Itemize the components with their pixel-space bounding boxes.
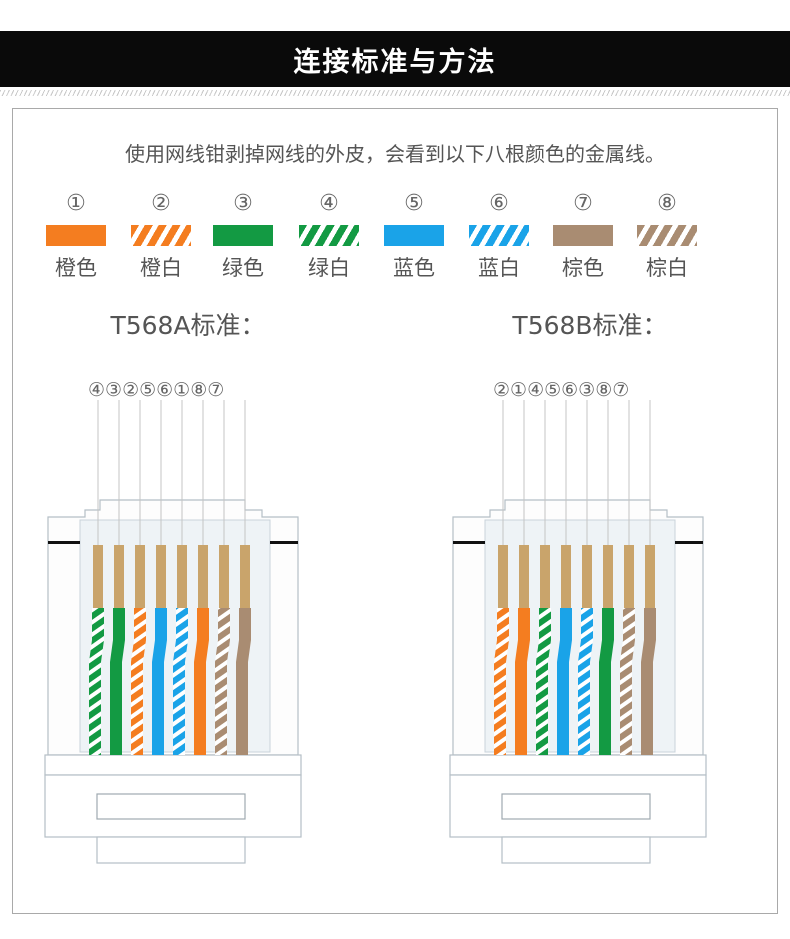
legend-number: ⑧	[657, 191, 677, 216]
wire-green-white	[536, 608, 551, 755]
legend-item: ④ 绿白	[289, 193, 369, 282]
boot-slot	[96, 793, 246, 820]
color-swatch	[213, 225, 273, 246]
t568b-title: T568B标准：	[512, 311, 668, 340]
gold-contact	[219, 545, 229, 608]
legend-item: ⑤ 蓝色	[374, 193, 454, 282]
wire-blue-white	[173, 608, 188, 755]
legend-number: ②	[151, 191, 171, 216]
legend-number: ④	[319, 191, 339, 216]
color-swatch	[384, 225, 444, 246]
t568a-connector	[44, 400, 302, 864]
wire-green-white	[89, 608, 104, 755]
gold-contact	[198, 545, 208, 608]
gold-contact	[561, 545, 571, 608]
gold-contact	[156, 545, 166, 608]
gold-contact	[624, 545, 634, 608]
latch-line-right	[675, 541, 703, 544]
wire-brown	[641, 608, 656, 755]
wire-orange	[515, 608, 530, 755]
legend-label: 绿白	[308, 256, 350, 280]
latch-line-left	[48, 541, 80, 544]
gold-contact	[519, 545, 529, 608]
wire-brown	[236, 608, 251, 755]
wire-blue-white	[578, 608, 593, 755]
t568b-connector	[449, 400, 707, 864]
t568a-title: T568A标准：	[110, 311, 266, 340]
header-bar: 连接标准与方法	[0, 31, 790, 87]
wire-green	[599, 608, 614, 755]
wire-blue	[152, 608, 167, 755]
legend-label: 橙白	[140, 256, 182, 280]
color-swatch	[469, 225, 529, 246]
plug-base	[44, 754, 302, 776]
legend-item: ⑦ 棕色	[543, 193, 623, 282]
gold-contact	[114, 545, 124, 608]
wire-orange	[194, 608, 209, 755]
legend-number: ⑥	[489, 191, 509, 216]
legend-label: 棕白	[646, 256, 688, 280]
t568a-sequence: ④③②⑤⑥①⑧⑦	[88, 379, 225, 401]
legend-label: 蓝色	[393, 256, 435, 280]
wire-brown-white	[215, 608, 230, 755]
plug-base	[449, 754, 707, 776]
gold-contact	[603, 545, 613, 608]
gold-contact	[93, 545, 103, 608]
color-swatch	[553, 225, 613, 246]
legend-number: ⑤	[404, 191, 424, 216]
gold-contact	[177, 545, 187, 608]
gold-contact	[645, 545, 655, 608]
legend-label: 蓝白	[478, 256, 520, 280]
color-swatch	[46, 225, 106, 246]
latch-line-left	[453, 541, 485, 544]
wire-brown-white	[620, 608, 635, 755]
gold-contact	[498, 545, 508, 608]
gold-contact	[135, 545, 145, 608]
legend-item: ① 橙色	[36, 193, 116, 282]
legend-label: 棕色	[562, 256, 604, 280]
t568b-sequence: ②①④⑤⑥③⑧⑦	[493, 379, 630, 401]
wire-green	[110, 608, 125, 755]
gold-contact	[582, 545, 592, 608]
hatch-divider	[0, 90, 790, 96]
boot-lower	[96, 836, 246, 864]
legend-number: ③	[233, 191, 253, 216]
latch-line-right	[270, 541, 298, 544]
wire-orange-white	[494, 608, 509, 755]
wire-blue	[557, 608, 572, 755]
boot-slot	[501, 793, 651, 820]
legend-item: ③ 绿色	[203, 193, 283, 282]
color-swatch	[131, 225, 191, 246]
gold-contact	[240, 545, 250, 608]
legend-item: ② 橙白	[121, 193, 201, 282]
legend-item: ⑧ 棕白	[627, 193, 707, 282]
legend-label: 绿色	[222, 256, 264, 280]
page-title: 连接标准与方法	[293, 46, 497, 78]
legend-label: 橙色	[55, 256, 97, 280]
color-swatch	[637, 225, 697, 246]
legend-number: ⑦	[573, 191, 593, 216]
color-swatch	[299, 225, 359, 246]
legend-item: ⑥ 蓝白	[459, 193, 539, 282]
legend-number: ①	[66, 191, 86, 216]
gold-contact	[540, 545, 550, 608]
boot-lower	[501, 836, 651, 864]
intro-text: 使用网线钳剥掉网线的外皮，会看到以下八根颜色的金属线。	[125, 142, 665, 166]
wire-orange-white	[131, 608, 146, 755]
